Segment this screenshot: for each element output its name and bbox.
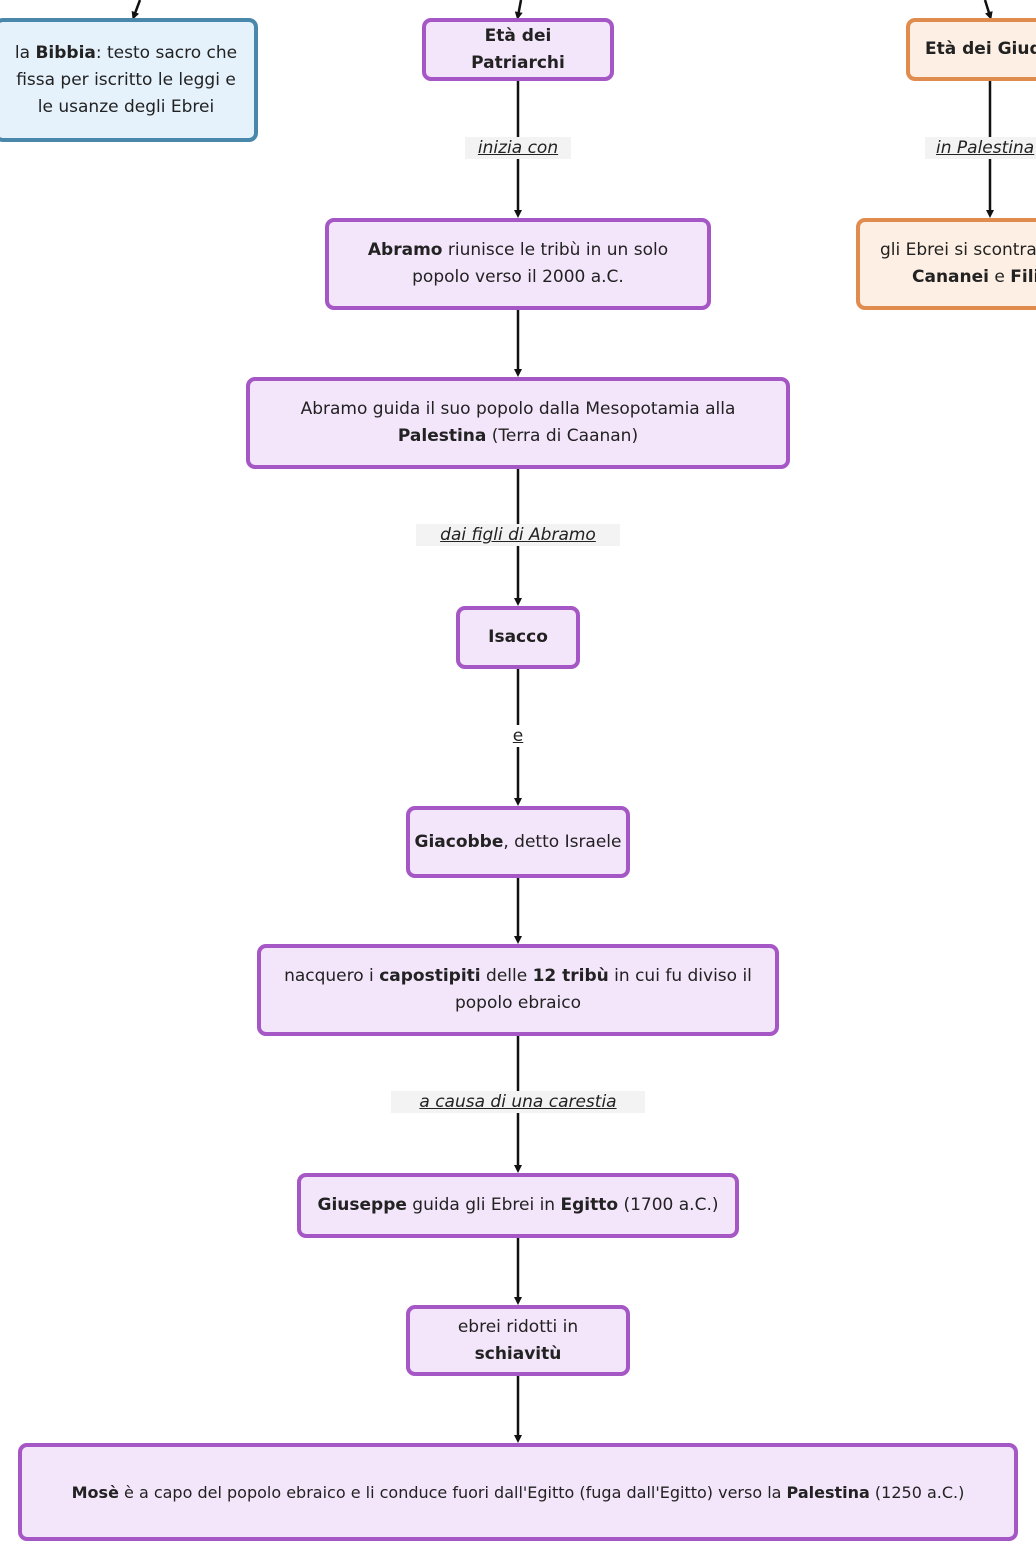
node-abramo-guida[interactable]: Abramo guida il suo popolo dalla Mesopot… — [246, 377, 790, 469]
node-ebrei-scontrano[interactable]: gli Ebrei si scontrano con Cananei e Fil… — [856, 218, 1036, 310]
node-giacobbe[interactable]: Giacobbe, detto Israele — [406, 806, 630, 878]
node-eta-patriarchi[interactable]: Età dei Patriarchi — [422, 18, 614, 81]
node-bibbia[interactable]: la Bibbia: testo sacro che fissa per isc… — [0, 18, 258, 142]
edge-into-patriarchi — [514, 0, 523, 20]
node-mose[interactable]: Mosè è a capo del popolo ebraico e li co… — [18, 1443, 1018, 1541]
node-abramo-riunisce[interactable]: Abramo riunisce le tribù in un solo popo… — [325, 218, 711, 310]
node-capostipiti[interactable]: nacquero i capostipiti delle 12 tribù in… — [257, 944, 779, 1036]
node-isacco[interactable]: Isacco — [456, 606, 580, 669]
edge-label-e: e — [508, 725, 528, 747]
edge-label-a-causa: a causa di una carestia — [391, 1091, 645, 1113]
edge-label-in-palestina: in Palestina — [925, 137, 1036, 159]
edge-label-dai-figli: dai figli di Abramo — [416, 524, 620, 546]
node-schiavitu[interactable]: ebrei ridotti in schiavitù — [406, 1305, 630, 1376]
edge-into-bibbia — [131, 0, 142, 20]
edge-label-inizia-con: inizia con — [465, 137, 571, 159]
node-eta-giudici[interactable]: Età dei Giudici — [906, 18, 1036, 81]
edge-into-giudici — [983, 0, 993, 20]
node-giuseppe[interactable]: Giuseppe guida gli Ebrei in Egitto (1700… — [297, 1173, 739, 1238]
